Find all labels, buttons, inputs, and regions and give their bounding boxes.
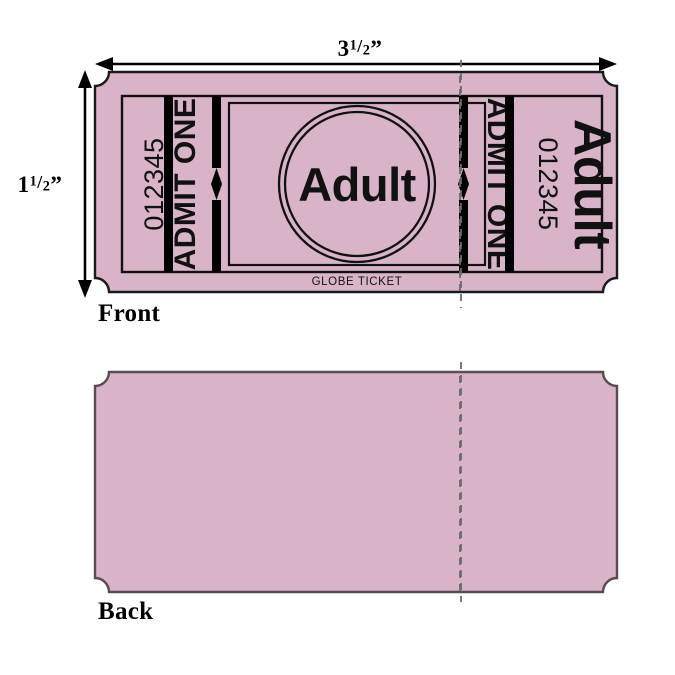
front-left-divider-bar-2: [211, 96, 222, 272]
front-brand-globe-ticket: GLOBE TICKET: [312, 276, 403, 288]
ticket-front: 012345 ADMIT ONE Adult GLOBE TICKET: [92, 69, 622, 299]
front-center-panel-frame: [227, 101, 487, 267]
width-whole-number: 3: [337, 36, 350, 61]
caption-front: Front: [98, 300, 161, 327]
height-dimension-label: 11/2”: [4, 172, 76, 198]
height-dimension-arrow: [78, 70, 92, 298]
front-left-diamond-icon: [211, 168, 222, 200]
width-fraction-denominator: 2: [362, 42, 371, 59]
width-dimension-arrow: [95, 57, 617, 71]
ticket-back-body: [93, 370, 619, 594]
width-unit-mark: ”: [370, 36, 383, 61]
width-fraction-numerator: 1: [349, 37, 358, 54]
height-fraction-denominator: 2: [42, 178, 51, 195]
front-center-inner-circle: [283, 110, 431, 258]
front-left-divider-bar-1: [164, 96, 173, 272]
front-left-admit-one-text: ADMIT ONE: [169, 98, 202, 271]
width-dimension-label: 31/2”: [250, 36, 470, 62]
ticket-front-outer-frame: [120, 94, 604, 274]
height-whole-number: 1: [17, 172, 30, 197]
height-fraction-slash: /: [37, 172, 43, 193]
height-unit-mark: ”: [50, 172, 63, 197]
front-right-adult-label: Adult: [563, 119, 621, 250]
front-perforation-extension: [460, 60, 462, 308]
width-fraction: 1/2: [349, 36, 371, 58]
front-center-outer-circle: [277, 104, 437, 264]
height-fraction-numerator: 1: [29, 173, 38, 190]
caption-back: Back: [98, 598, 154, 625]
front-center-adult-label: Adult: [298, 158, 416, 211]
height-fraction: 1/2: [29, 172, 51, 194]
ticket-back: [92, 369, 622, 599]
front-right-divider-bar-2: [505, 96, 514, 272]
front-right-serial-number: 012345: [533, 137, 563, 230]
back-perforation-extension: [460, 362, 462, 602]
width-fraction-slash: /: [357, 36, 363, 57]
